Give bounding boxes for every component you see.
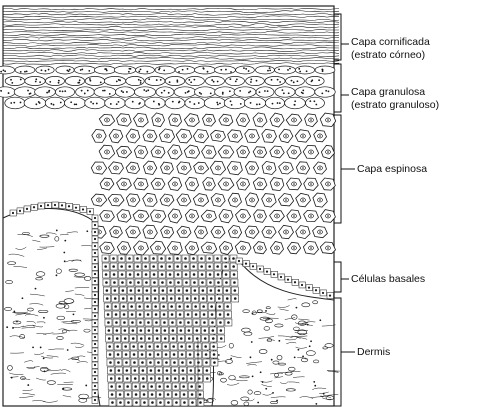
label-cornificada-line2: (estrato córneo) [351,49,425,61]
bracket-granulosa [334,64,349,112]
label-basales: Células basales [351,273,425,285]
bracket-basales [334,262,349,292]
label-cornificada-line1: Capa cornificada [351,36,430,48]
bracket-dermis [334,298,355,406]
granular-cell-layer [0,66,335,109]
bracket-espinosa [334,115,355,223]
label-granulosa-line2: (estrato granuloso) [351,99,439,111]
label-espinosa: Capa espinosa [357,163,427,175]
spinous-cell-layer [91,113,335,255]
label-granulosa-line1: Capa granulosa [351,86,425,98]
label-dermis: Dermis [357,346,390,358]
